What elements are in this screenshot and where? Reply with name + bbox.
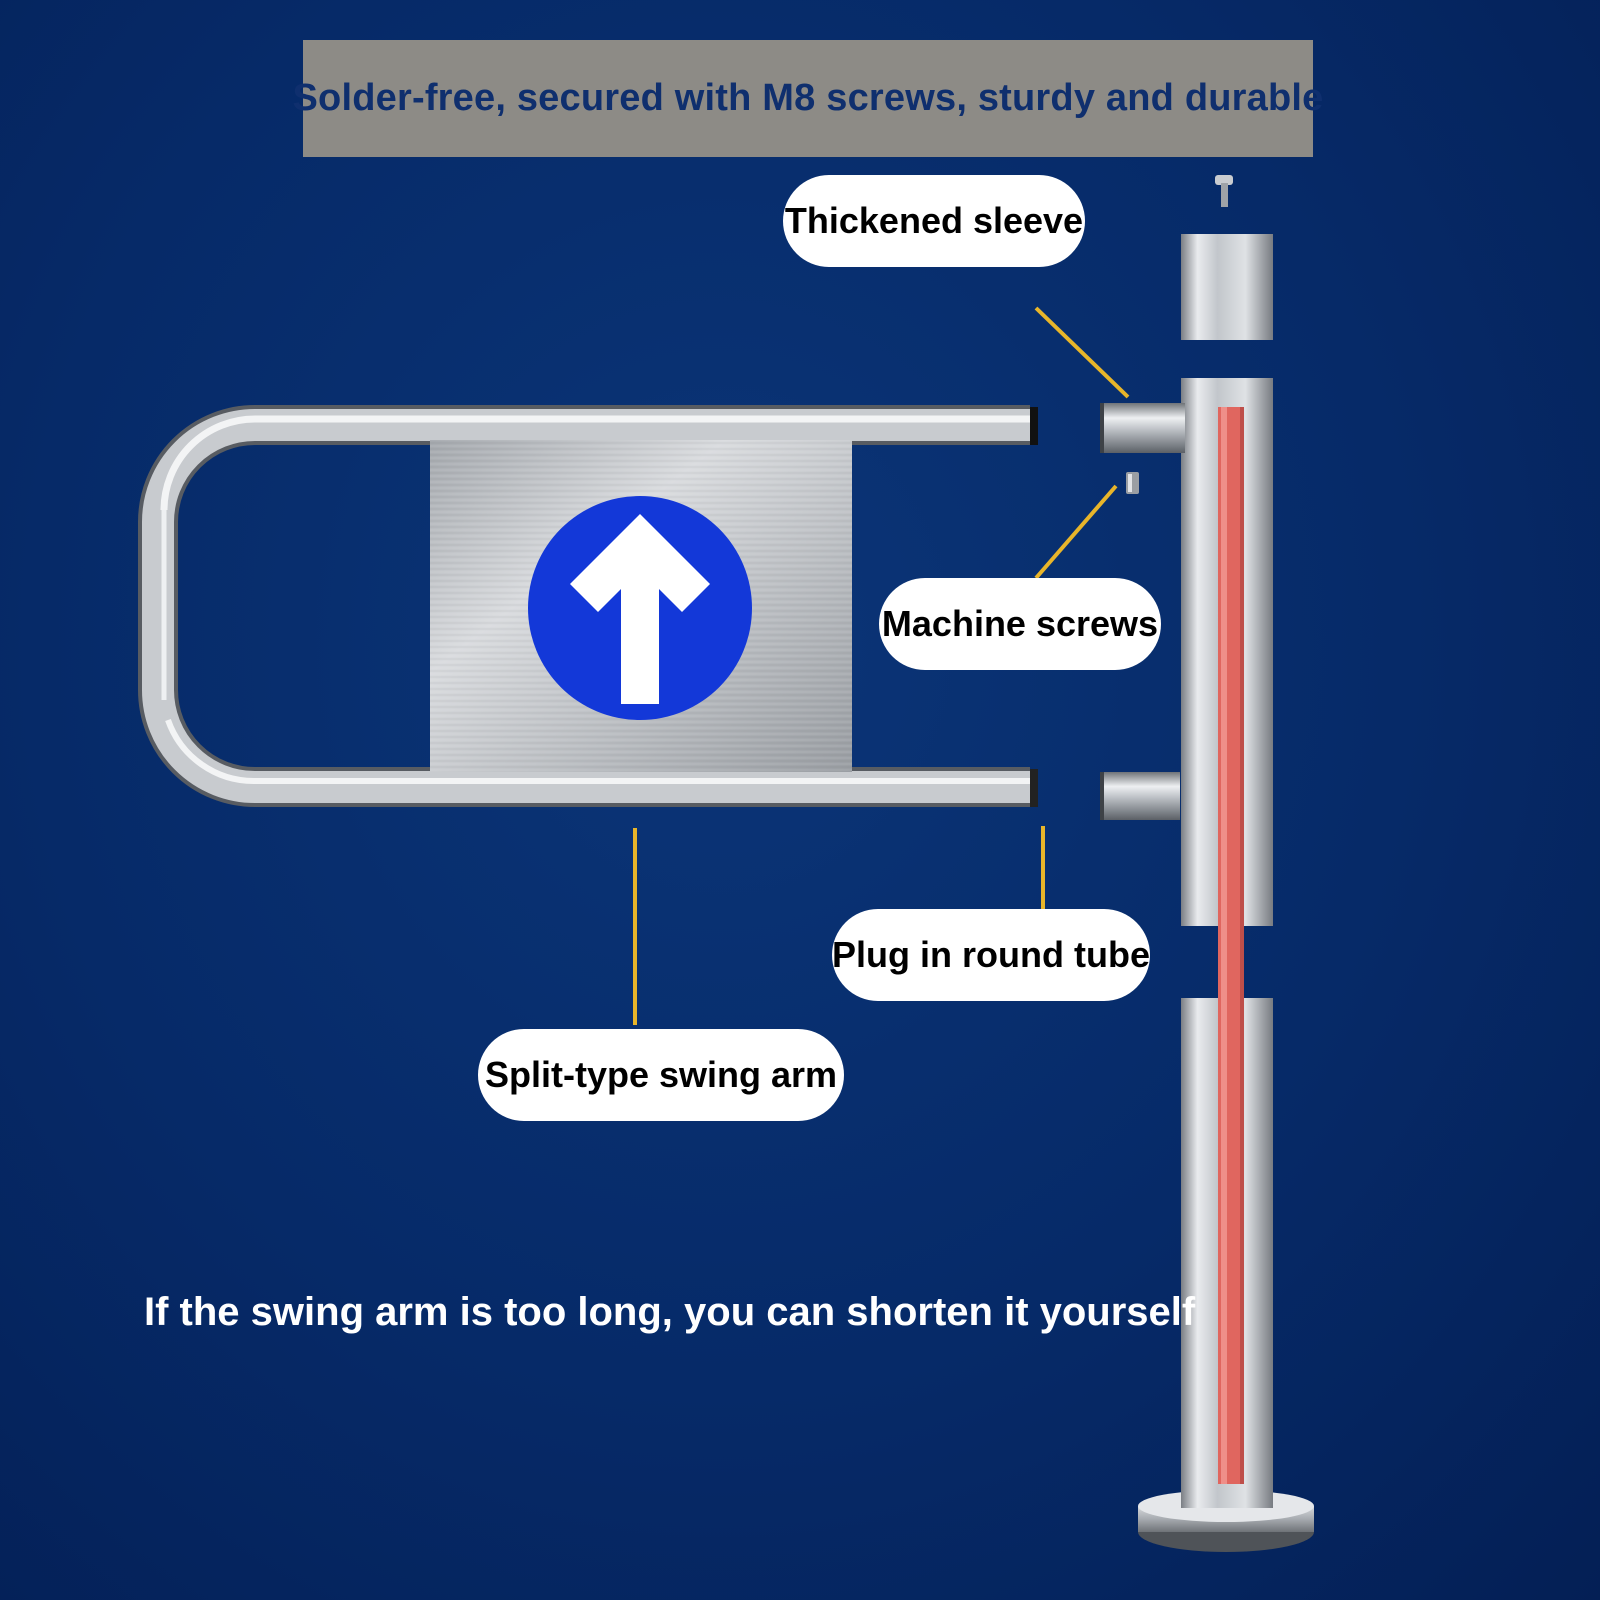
footer-note: If the swing arm is too long, you can sh…	[144, 1290, 1196, 1334]
callout-thickened-sleeve: Thickened sleeve	[783, 175, 1085, 267]
post	[1138, 175, 1314, 1552]
callout-machine-screws: Machine screws	[879, 578, 1161, 670]
headline-text: Solder-free, secured with M8 screws, stu…	[292, 77, 1324, 119]
headline-banner: Solder-free, secured with M8 screws, stu…	[293, 40, 1323, 157]
callout-split-type-swing-arm: Split-type swing arm	[478, 1029, 844, 1121]
up-arrow-icon	[528, 496, 752, 720]
sleeve-stubs	[1100, 403, 1185, 820]
leader-lines	[633, 306, 1130, 1025]
callout-plug-in-round-tube: Plug in round tube	[832, 909, 1150, 1001]
